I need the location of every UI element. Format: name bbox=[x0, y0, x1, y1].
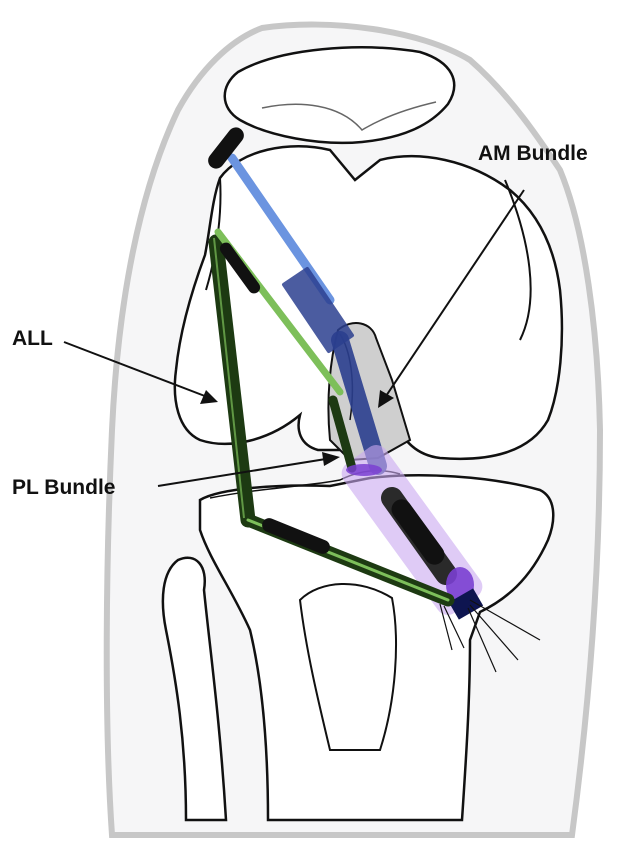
label-all: ALL bbox=[12, 327, 53, 350]
label-pl-bundle: PL Bundle bbox=[12, 476, 115, 499]
femoral-tunnel-aperture bbox=[346, 464, 382, 476]
label-am-bundle: AM Bundle bbox=[478, 142, 588, 165]
